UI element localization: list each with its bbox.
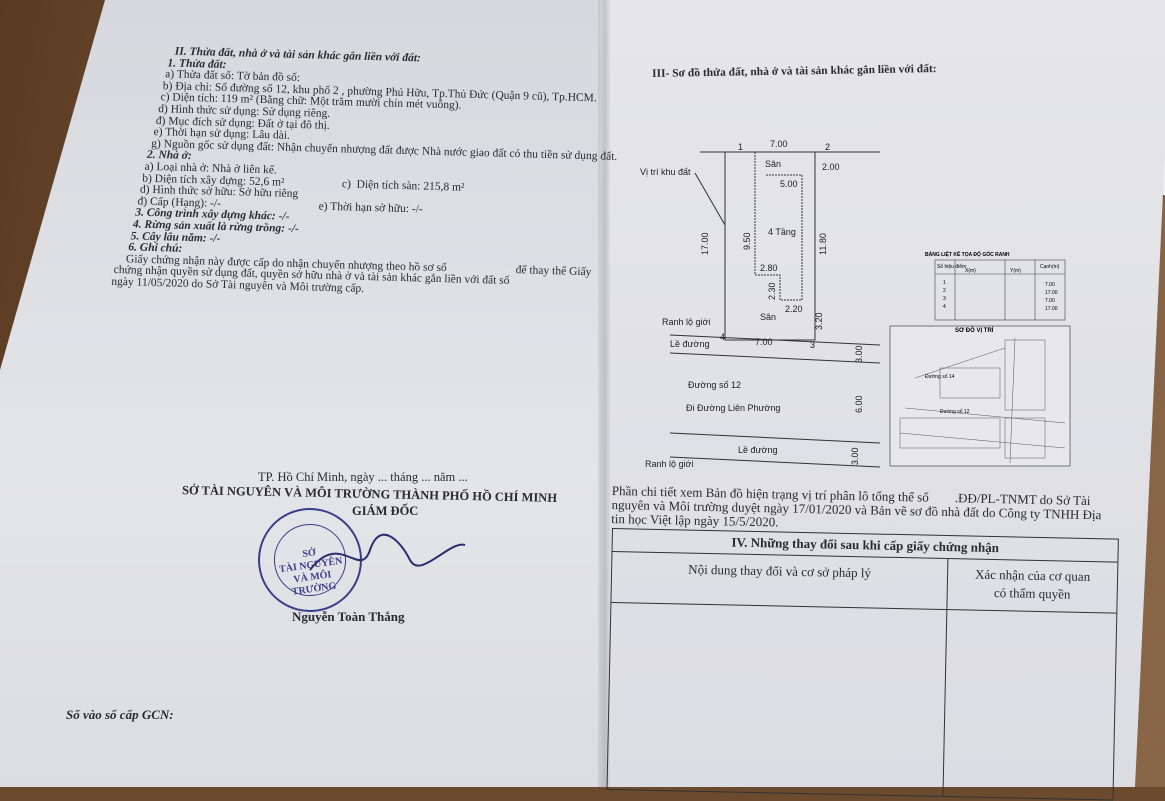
road-label: Lề đường bbox=[738, 445, 777, 455]
registry-label: Số vào sổ cấp GCN: bbox=[66, 707, 174, 722]
changes-table: IV. Những thay đổi sau khi cấp giấy chứn… bbox=[606, 528, 1119, 801]
coord-cell: 4 bbox=[943, 304, 946, 310]
road-label: Lề đường bbox=[670, 339, 709, 349]
road-label: 6.00 bbox=[854, 395, 864, 413]
coord-cell: 2 bbox=[943, 288, 946, 294]
col-confirm-line: có thẩm quyền bbox=[993, 585, 1071, 602]
coord-header: Cạnh(m) bbox=[1040, 264, 1060, 270]
position-title: GIÁM ĐỐC bbox=[352, 504, 419, 518]
left-page bbox=[0, 0, 615, 787]
map-road-label: Đường số 14 bbox=[925, 374, 955, 380]
page-fold bbox=[598, 0, 612, 787]
dim-label: 4 Tầng bbox=[768, 227, 796, 237]
location-label: Vị trí khu đất bbox=[640, 167, 691, 177]
dim-label: 9.50 bbox=[742, 232, 752, 250]
dim-label: 11.80 bbox=[818, 233, 828, 255]
dim-label: 5.00 bbox=[780, 179, 798, 189]
col-content-header: Nội dung thay đổi và cơ sở pháp lý bbox=[611, 552, 949, 610]
dim-label: 7.00 bbox=[755, 337, 773, 347]
road-label: 3.00 bbox=[850, 447, 860, 465]
road-label: Ranh lộ giới bbox=[645, 459, 693, 469]
street-desc: Đi Đường Liên Phường bbox=[686, 403, 780, 413]
street-name: Đường số 12 bbox=[688, 380, 741, 390]
point-label: 1 bbox=[738, 142, 743, 152]
coord-cell: 17.00 bbox=[1045, 290, 1058, 296]
dim-label: 2.20 bbox=[785, 304, 803, 314]
coord-table-title: BẢNG LIỆT KÊ TỌA ĐỘ GÓC RANH bbox=[925, 250, 1010, 258]
right-page bbox=[600, 0, 1165, 787]
empty-content-cell bbox=[607, 603, 948, 797]
dim-label: Sân bbox=[765, 159, 781, 169]
coord-cell: 7.00 bbox=[1045, 298, 1055, 304]
point-label: 3 bbox=[810, 340, 815, 350]
coord-header: X(m) bbox=[965, 268, 976, 274]
coord-cell: 3 bbox=[943, 296, 946, 302]
coord-cell: 1 bbox=[943, 280, 946, 286]
road-label: 3.00 bbox=[854, 345, 864, 363]
location-map-title: SƠ ĐỒ VỊ TRÍ bbox=[955, 326, 994, 334]
house-outline bbox=[754, 152, 803, 301]
dim-label: 2.80 bbox=[760, 263, 778, 273]
road-label: Ranh lộ giới bbox=[662, 317, 710, 327]
dim-label: 3.20 bbox=[814, 312, 824, 330]
dim-label: 2.00 bbox=[822, 162, 840, 172]
coord-header: Y(m) bbox=[1010, 268, 1021, 274]
dim-label: Sân bbox=[760, 312, 776, 322]
coord-header: Số hiệu điểm bbox=[937, 263, 966, 270]
coord-cell: 7.00 bbox=[1045, 282, 1055, 288]
land-info-section: II. Thửa đất, nhà ở và tài sản khác gắn … bbox=[111, 45, 620, 302]
parcel-diagram: 1 2 3 4 Vị trí khu đất 7.00 Sân 5.00 2.0… bbox=[640, 139, 881, 469]
dim-label: 2.30 bbox=[767, 282, 777, 300]
point-label: 4 bbox=[720, 332, 725, 342]
dim-label: 7.00 bbox=[770, 139, 788, 149]
coordinate-and-location: BẢNG LIỆT KÊ TỌA ĐỘ GÓC RANH Số hiệu điể… bbox=[889, 250, 1071, 467]
location-map-frame bbox=[889, 325, 1071, 467]
map-road-label: Đường số 12 bbox=[940, 409, 970, 415]
point-label: 2 bbox=[825, 142, 830, 152]
date-line: TP. Hồ Chí Minh, ngày ... tháng ... năm … bbox=[258, 470, 468, 484]
dim-label: 17.00 bbox=[700, 232, 710, 255]
coord-cell: 17.00 bbox=[1045, 306, 1058, 312]
signer-name: Nguyễn Toàn Thắng bbox=[292, 609, 405, 624]
signature bbox=[309, 533, 466, 571]
